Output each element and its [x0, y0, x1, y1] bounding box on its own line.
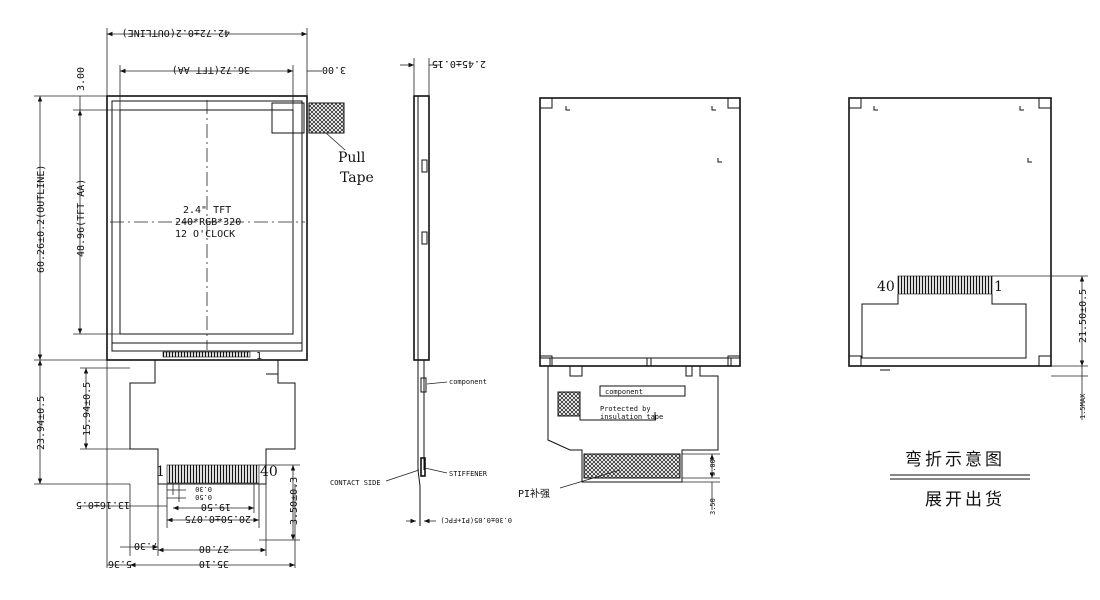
side-view: 2.45±0.15 component STIFFENER CONTACT SI…	[330, 58, 512, 526]
side-component-label: component	[449, 378, 487, 386]
back-dim-b: 3.50	[709, 498, 717, 515]
panel-connector	[162, 351, 251, 358]
pin-first: 1	[156, 464, 165, 480]
outline-width-dim: 42.72±0.2(OUTLINE)	[122, 27, 230, 38]
span-d-dim: 20.50±0.075	[185, 513, 251, 524]
bent-height-dim: 21.50±0.5	[1078, 289, 1089, 343]
margin-top-dim: 3.00	[76, 67, 87, 91]
span-c-dim: 19.50	[201, 501, 231, 512]
bent-view: 40 1 21.50±0.5 1.5MAX	[848, 97, 1089, 420]
legend-flat: 展开出货	[925, 490, 1005, 510]
fpc-height-dim: 23.94±0.5	[36, 396, 47, 450]
margin-right-dim: 3.00	[322, 64, 346, 75]
pitch-a-dim: 0.30	[195, 485, 212, 493]
fpc-inner-height-dim: 15.94±0.5	[82, 382, 93, 436]
legend-bend: 弯折示意图	[905, 450, 1005, 470]
display-resolution: 240*RGB*320	[175, 217, 241, 228]
fpc-contacts	[166, 464, 260, 484]
pi-stiffener	[583, 453, 681, 479]
protected-label-2: insulation tape	[600, 413, 663, 421]
bent-pin-right: 1	[994, 279, 1003, 295]
aa-height-dim: 48.96(TFT AA)	[76, 179, 87, 257]
outline-height-dim: 60.26±0.2(OUTLINE)	[36, 165, 47, 273]
back-view: component Protected by insulation tape P…	[518, 97, 741, 515]
display-size: 2.4" TFT	[183, 205, 231, 216]
tail-left-dim: 7.30	[134, 540, 158, 551]
bent-outline	[848, 97, 1052, 367]
insulation-leader	[579, 400, 656, 421]
contact-side-label: CONTACT SIDE	[330, 479, 381, 487]
pull-tape-label-1: Pull	[338, 150, 366, 166]
insulation-tape	[557, 391, 581, 417]
aa-width-dim: 36.72(TFT AA)	[172, 64, 250, 75]
thickness-dim: 2.45±0.15	[432, 58, 486, 69]
pull-tape-edge	[271, 102, 305, 134]
back-component-label: component	[605, 388, 643, 396]
contact-len-dim: 3.50±0.3	[289, 477, 300, 525]
bent-pin-left: 40	[877, 279, 895, 295]
legend: 弯折示意图 展开出货	[890, 450, 1030, 510]
pi-stiffener-label: PI补强	[518, 487, 550, 500]
stiffener-label: STIFFENER	[449, 470, 488, 478]
module-outline	[106, 95, 308, 361]
pin-last: 40	[260, 464, 278, 480]
side-component	[420, 377, 427, 393]
tail-width-dim: 27.80	[199, 543, 229, 554]
protected-label-1: Protected by	[600, 405, 651, 413]
pull-tape	[308, 102, 345, 134]
fpc-thickness-dim: 0.30±0.05(PI+FPC)	[440, 516, 512, 524]
back-component-box	[599, 385, 686, 397]
offset-left-dim: 13.16±0.5	[76, 499, 130, 510]
fpc-outline	[129, 360, 296, 485]
pitch-b-dim: 0.50	[195, 493, 212, 501]
front-view: Pull Tape 2.4" TFT 240*RGB*320 12 O'CLOC…	[34, 27, 374, 569]
tail-margin-dim: 5.36	[108, 558, 132, 569]
back-outline	[539, 97, 741, 367]
side-stiffener	[420, 457, 426, 477]
bent-fpc	[861, 294, 1027, 359]
bent-max-dim: 1.5MAX	[1079, 393, 1087, 419]
display-orientation: 12 O'CLOCK	[175, 229, 235, 240]
tail-outer-dim: 35.10	[199, 558, 229, 569]
back-dim-a: 6.00	[709, 459, 717, 476]
pin-first-top: 1	[256, 351, 262, 362]
bent-contacts	[897, 275, 993, 295]
pull-tape-label-2: Tape	[340, 170, 374, 186]
side-module	[413, 95, 430, 361]
